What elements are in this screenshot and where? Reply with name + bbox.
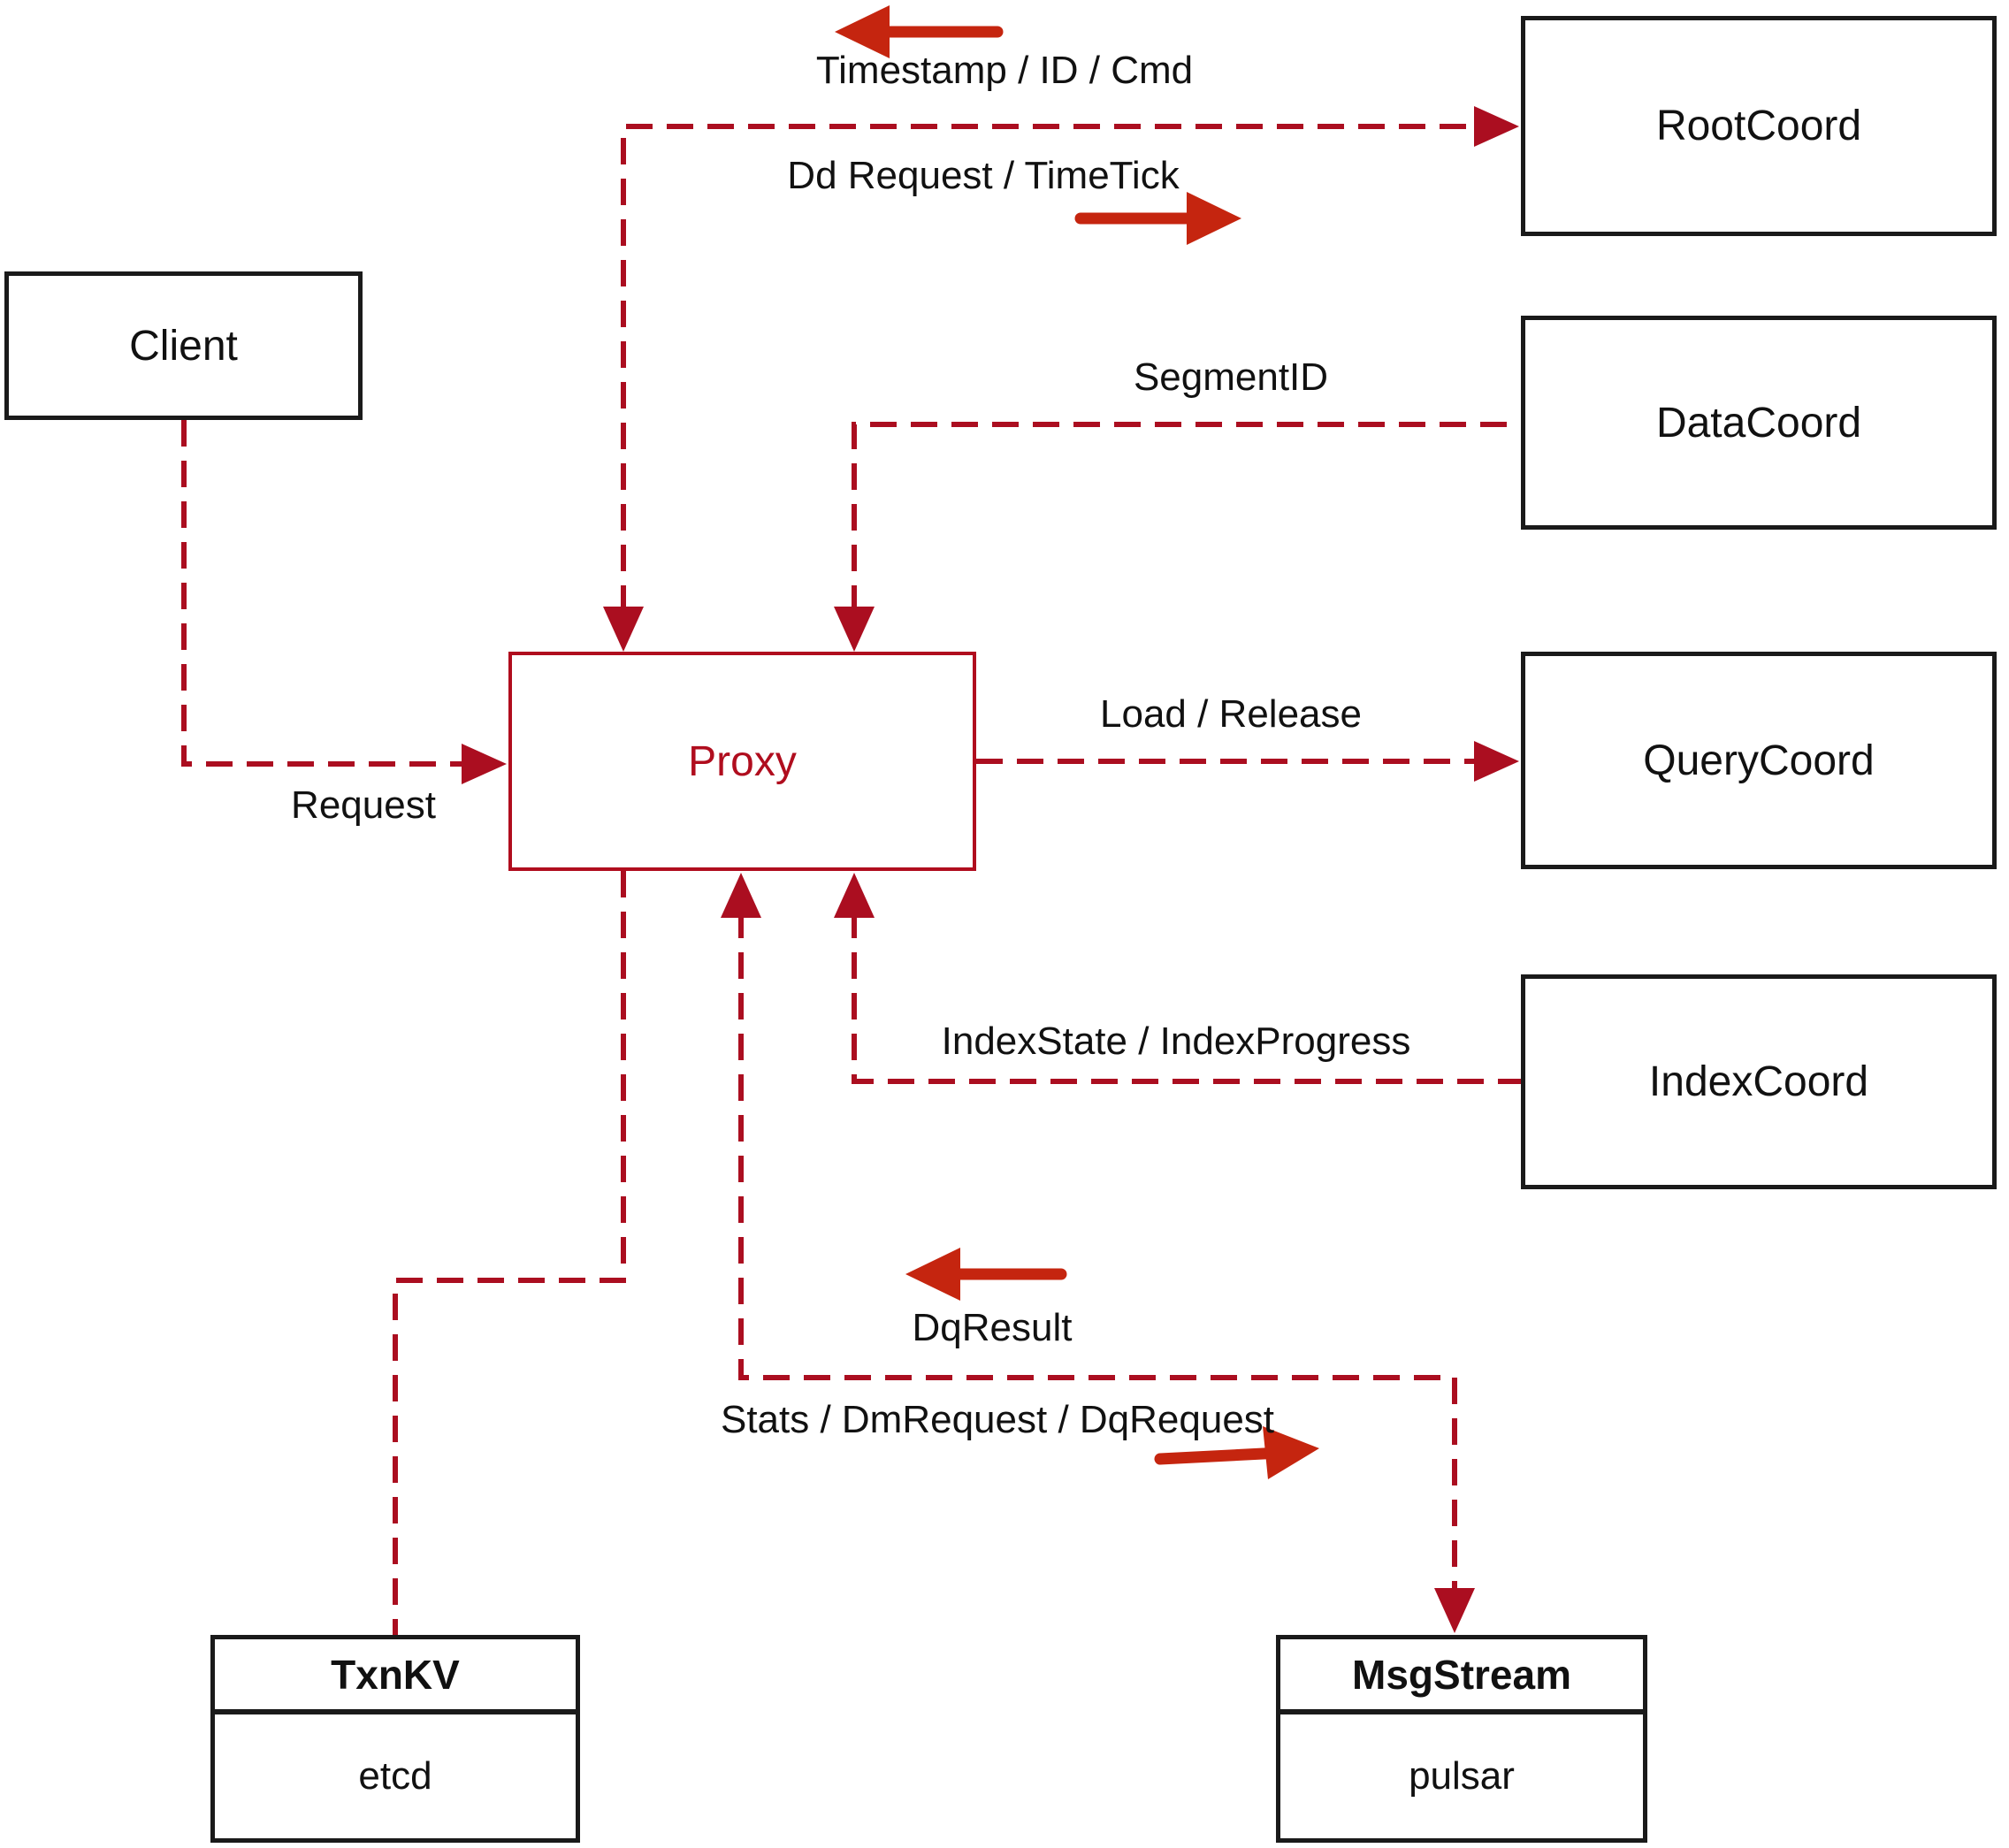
- edge-label-dd-request-timetick: Dd Request / TimeTick: [787, 154, 1180, 197]
- node-querycoord-label: QueryCoord: [1643, 737, 1875, 784]
- node-querycoord: QueryCoord: [1521, 652, 1997, 869]
- arrowhead-into-rootcoord: [1474, 106, 1519, 147]
- node-indexcoord-label: IndexCoord: [1648, 1058, 1869, 1105]
- edge-label-timestamp-id-cmd: Timestamp / ID / Cmd: [815, 49, 1194, 92]
- node-proxy-label: Proxy: [688, 737, 797, 785]
- edge-label-stats-dmrequest-dqrequest: Stats / DmRequest / DqRequest: [720, 1398, 1275, 1441]
- node-client-label: Client: [129, 322, 238, 370]
- node-rootcoord: RootCoord: [1521, 16, 1997, 236]
- edge-proxy-msgstream: [738, 912, 1457, 1591]
- arrowhead-into-proxy-top-left: [603, 607, 644, 652]
- edge-datacoord-proxy: [852, 422, 1521, 612]
- edge-client-proxy: [181, 420, 464, 767]
- left-direction-arrow-dqresult: [905, 1248, 1067, 1301]
- edge-label-request: Request: [291, 783, 436, 827]
- node-datacoord: DataCoord: [1521, 316, 1997, 530]
- edge-proxy-rootcoord: [621, 124, 1477, 612]
- arrowhead-into-proxy-left: [462, 744, 507, 784]
- node-msgstream: MsgStream pulsar: [1276, 1635, 1647, 1843]
- arrowhead-into-proxy-bottom-left: [721, 873, 761, 918]
- node-client: Client: [4, 271, 363, 420]
- node-rootcoord-label: RootCoord: [1655, 103, 1862, 149]
- node-indexcoord: IndexCoord: [1521, 974, 1997, 1189]
- edge-label-dqresult: DqResult: [912, 1306, 1073, 1349]
- node-msgstream-subtitle: pulsar: [1409, 1754, 1515, 1798]
- node-msgstream-title: MsgStream: [1280, 1639, 1643, 1714]
- edge-label-indexstate-indexprogress: IndexState / IndexProgress: [941, 1019, 1411, 1063]
- edge-label-segmentid: SegmentID: [1133, 355, 1329, 399]
- node-datacoord-label: DataCoord: [1655, 399, 1862, 447]
- arrowhead-into-msgstream: [1434, 1588, 1475, 1633]
- edge-indexcoord-proxy: [852, 912, 1521, 1084]
- arrowhead-into-proxy-bottom-right: [834, 873, 875, 918]
- right-direction-arrow-dd-request: [1074, 192, 1241, 245]
- right-direction-arrow-stats: [1154, 1426, 1319, 1479]
- node-proxy: Proxy: [508, 652, 976, 871]
- edge-proxy-txnkv: [393, 871, 626, 1635]
- arrowhead-into-querycoord: [1474, 741, 1519, 782]
- arrowhead-into-proxy-top-right: [834, 607, 875, 652]
- node-txnkv: TxnKV etcd: [210, 1635, 580, 1843]
- node-txnkv-subtitle: etcd: [358, 1754, 432, 1798]
- left-direction-arrow-timestamp: [835, 5, 1004, 58]
- node-txnkv-title: TxnKV: [215, 1639, 576, 1714]
- edge-label-load-release: Load / Release: [1100, 692, 1362, 736]
